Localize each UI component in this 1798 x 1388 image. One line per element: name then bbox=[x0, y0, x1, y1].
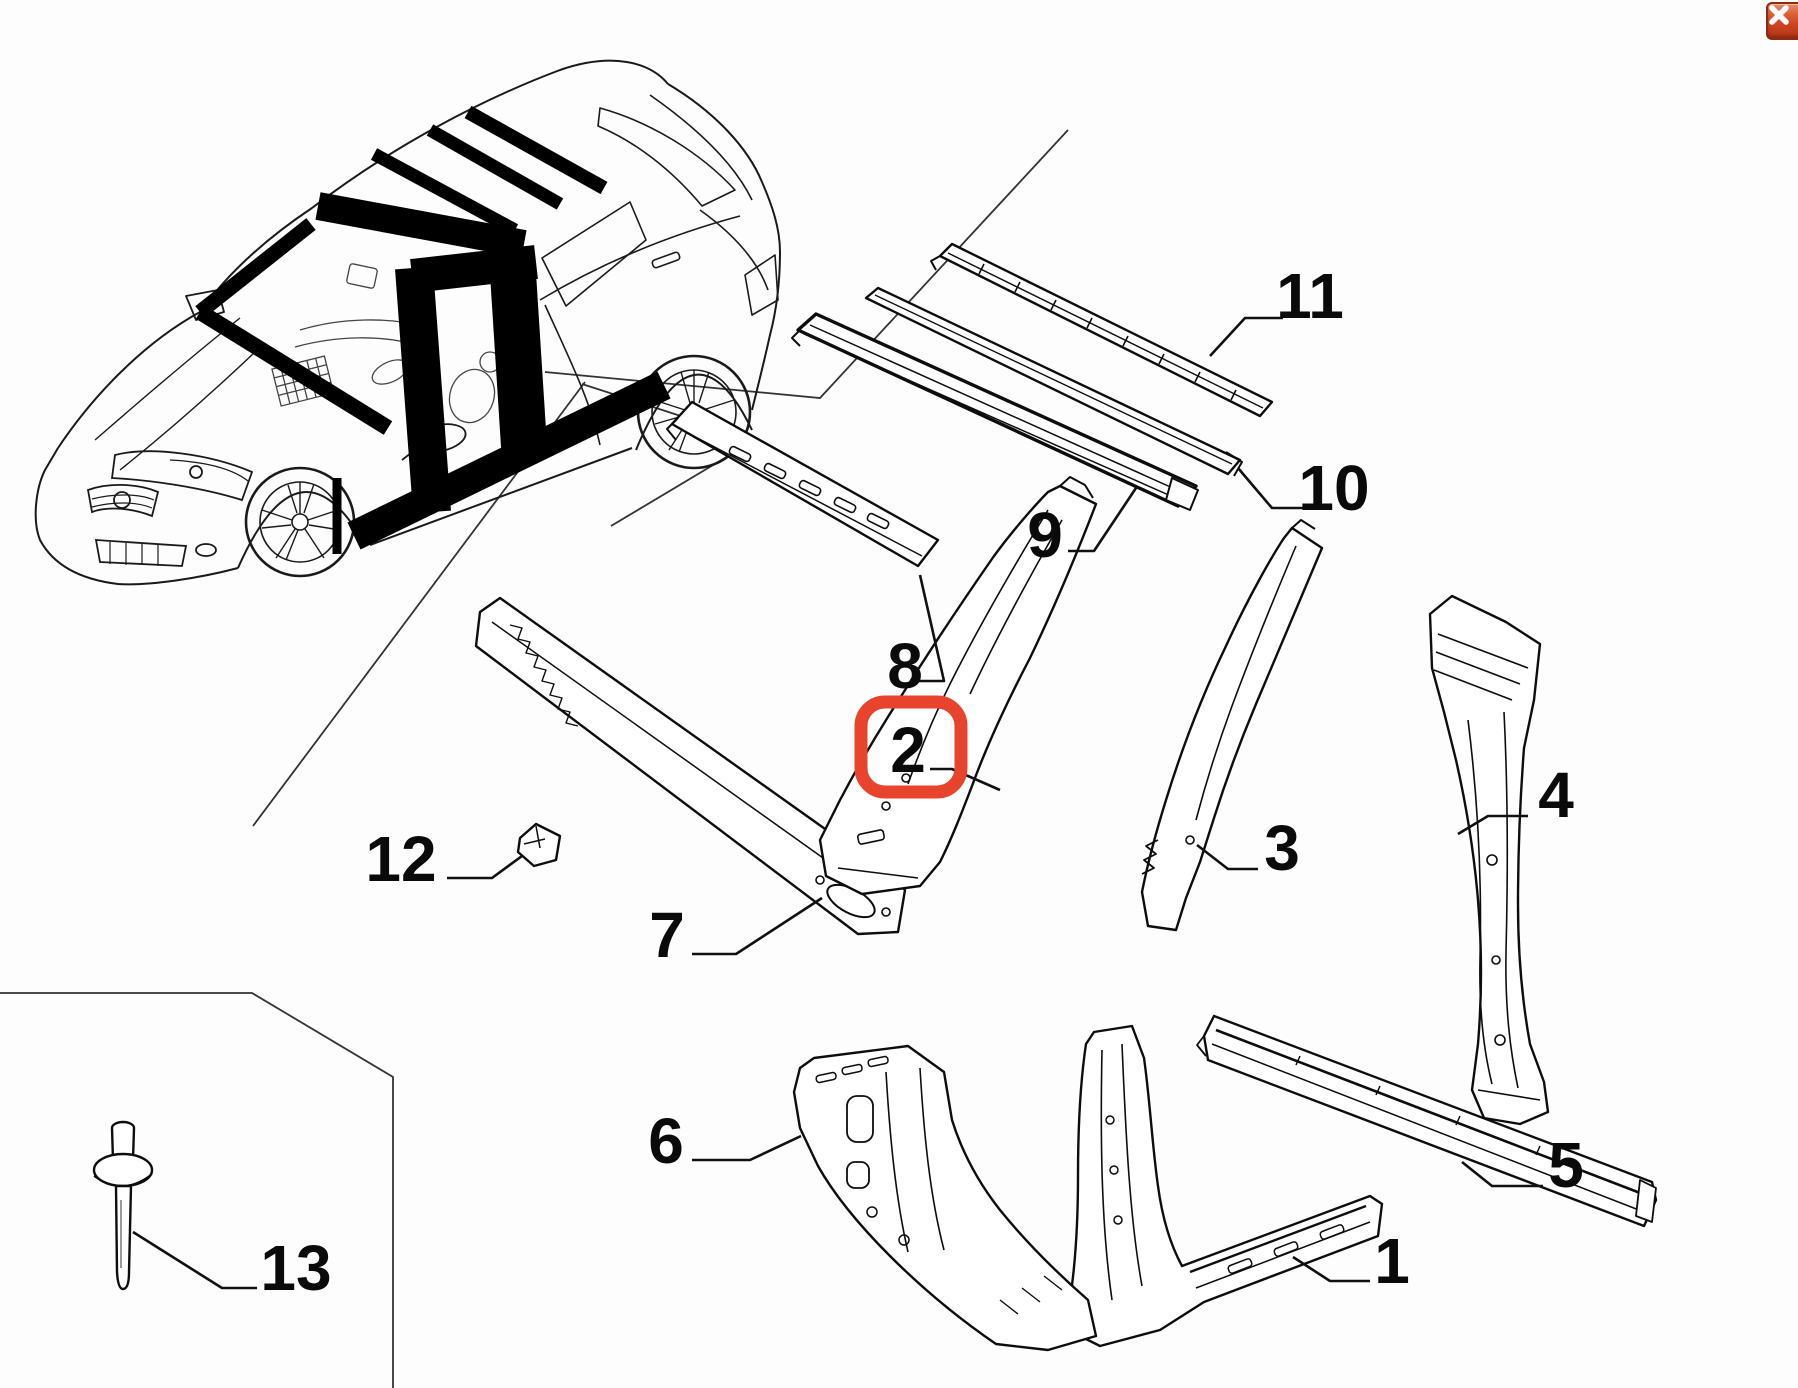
close-button[interactable] bbox=[1766, 2, 1798, 40]
part-drawing-6-cowl-side-panel bbox=[792, 1044, 1098, 1352]
highlight-box-part-2[interactable] bbox=[854, 695, 968, 799]
part-drawing-11-roof-bow bbox=[930, 242, 1274, 418]
part-callout-8[interactable]: 8 bbox=[887, 630, 923, 702]
part-callout-10[interactable]: 10 bbox=[1298, 452, 1369, 524]
part-callout-1[interactable]: 1 bbox=[1374, 1225, 1410, 1297]
part-drawing-8-cowl-upper-panel bbox=[666, 400, 940, 568]
part-drawing-7-cowl-lower-panel bbox=[474, 596, 907, 936]
leader-lines bbox=[132, 316, 1543, 1290]
part-callout-2[interactable]: 2 bbox=[890, 714, 926, 786]
part-drawing-12-clip bbox=[516, 822, 562, 868]
part-drawing-5-sill-outer bbox=[1196, 1014, 1658, 1228]
part-callout-13[interactable]: 13 bbox=[260, 1232, 331, 1304]
vehicle-overview-illustration bbox=[34, 59, 781, 586]
part-callout-6[interactable]: 6 bbox=[648, 1105, 684, 1177]
part-drawing-1-sill-and-pillar-inner bbox=[1068, 1024, 1384, 1348]
highlighted-body-section bbox=[195, 105, 671, 554]
part-callout-3[interactable]: 3 bbox=[1264, 812, 1300, 884]
close-icon bbox=[1769, 5, 1789, 25]
part-drawing-13-rivet bbox=[92, 1120, 154, 1291]
car-interior-detail bbox=[271, 263, 501, 461]
part-callout-5[interactable]: 5 bbox=[1548, 1129, 1584, 1201]
part-callout-9[interactable]: 9 bbox=[1027, 499, 1063, 571]
part-drawing-10-roof-bows bbox=[810, 286, 1243, 490]
part-drawing-4-center-pillar bbox=[1428, 594, 1550, 1126]
part-callout-7[interactable]: 7 bbox=[649, 899, 685, 971]
part-drawing-3-pillar-reinforcement bbox=[1140, 519, 1324, 932]
part-callout-4[interactable]: 4 bbox=[1538, 759, 1574, 831]
part-drawing-9-roof-front-rail bbox=[791, 312, 1199, 511]
part-callout-11[interactable]: 11 bbox=[1276, 260, 1344, 332]
part-callout-12[interactable]: 12 bbox=[365, 823, 436, 895]
